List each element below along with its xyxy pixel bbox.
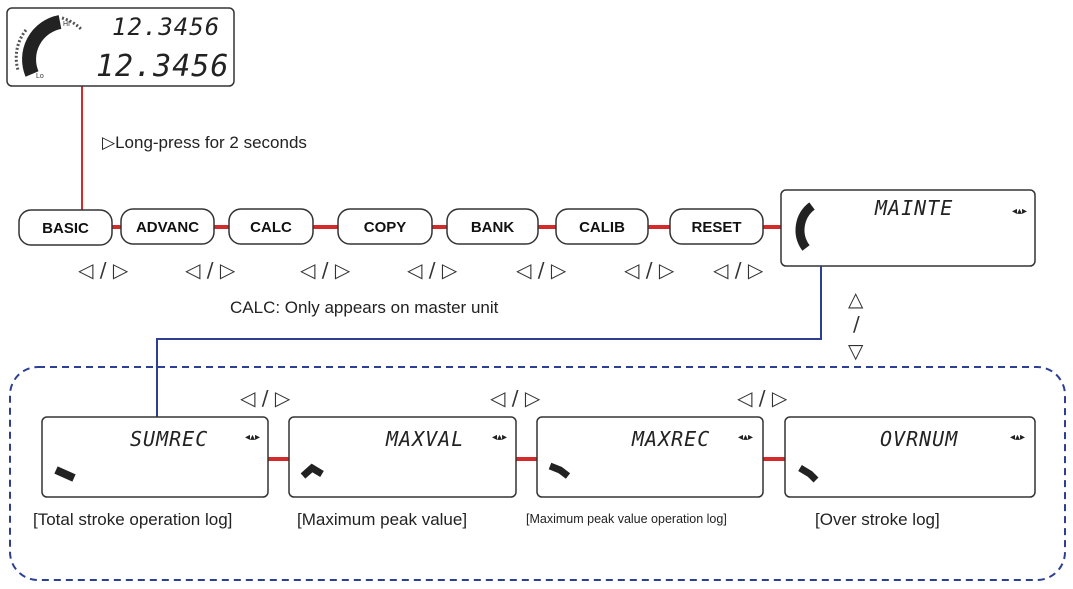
caption-maxrec: [Maximum peak value operation log] bbox=[526, 512, 727, 526]
mode-label-advanc: ADVANC bbox=[136, 219, 199, 236]
nav-left-right-icon: ◁ / ▷ bbox=[239, 386, 291, 410]
display-line-2: 12.3456 bbox=[96, 49, 229, 84]
four-way-arrows-icon: ◂▴▸ bbox=[1012, 206, 1027, 217]
submode-text: SUMREC bbox=[130, 427, 208, 451]
caption-ovrnum: [Over stroke log] bbox=[815, 510, 940, 529]
mode-button-calib[interactable]: CALIB bbox=[555, 208, 649, 245]
four-way-arrows-icon: ◂▴▸ bbox=[492, 432, 507, 443]
submode-text: MAXVAL bbox=[385, 427, 464, 451]
nav-left-right-icon: ◁ / ▷ bbox=[623, 258, 675, 282]
four-way-arrows-icon: ◂▴▸ bbox=[245, 432, 260, 443]
calc-note: CALC: Only appears on master unit bbox=[230, 298, 499, 317]
mode-label-bank: BANK bbox=[471, 219, 514, 236]
gauge-segment-icon bbox=[54, 466, 76, 482]
gauge-segment-icon bbox=[548, 462, 571, 479]
nav-left-right-icon: ◁ / ▷ bbox=[712, 258, 764, 282]
gauge-icon bbox=[795, 202, 815, 251]
nav-left-right-icon: ◁ / ▷ bbox=[299, 258, 351, 282]
nav-left-right-icon: ◁ / ▷ bbox=[77, 258, 129, 282]
submode-display-sumrec: SUMREC ◂▴▸ bbox=[41, 416, 269, 498]
mode-label-calc: CALC bbox=[250, 219, 292, 236]
submode-text: MAXREC bbox=[631, 427, 710, 451]
mode-button-basic[interactable]: BASIC bbox=[18, 209, 113, 246]
mode-button-bank[interactable]: BANK bbox=[446, 208, 539, 245]
mode-label-basic: BASIC bbox=[42, 220, 89, 237]
submode-display-maxrec: MAXREC ◂▴▸ bbox=[536, 416, 764, 498]
nav-left-right-icon: ◁ / ▷ bbox=[406, 258, 458, 282]
submode-display-ovrnum: OVRNUM ◂▴▸ bbox=[784, 416, 1036, 498]
four-way-arrows-icon: ◂▴▸ bbox=[738, 432, 753, 443]
mainte-text: MAINTE bbox=[874, 196, 953, 220]
gauge-hi-label: HI bbox=[63, 21, 70, 28]
mode-label-reset: RESET bbox=[691, 219, 741, 236]
up-icon: △ bbox=[848, 287, 864, 311]
four-way-arrows-icon: ◂▴▸ bbox=[1010, 432, 1025, 443]
mainte-connector bbox=[156, 266, 822, 417]
nav-left-right-icon: ◁ / ▷ bbox=[184, 258, 236, 282]
mode-label-calib: CALIB bbox=[579, 219, 625, 236]
top-display: HI Lo 12.3456 12.3456 bbox=[6, 7, 235, 87]
gauge-segment-icon bbox=[798, 464, 819, 483]
gauge-lo-label: Lo bbox=[36, 73, 44, 80]
caption-sumrec: [Total stroke operation log] bbox=[33, 510, 232, 529]
mode-button-advanc[interactable]: ADVANC bbox=[120, 208, 215, 245]
mode-button-reset[interactable]: RESET bbox=[669, 208, 764, 245]
nav-left-right-icon: ◁ / ▷ bbox=[515, 258, 567, 282]
submode-display-maxval: MAXVAL ◂▴▸ bbox=[288, 416, 517, 498]
gauge-icon bbox=[14, 15, 84, 77]
mode-button-copy[interactable]: COPY bbox=[337, 208, 433, 245]
updown-separator: / bbox=[853, 312, 860, 336]
mode-label-copy: COPY bbox=[364, 219, 407, 236]
mainte-display: MAINTE ◂▴▸ bbox=[780, 189, 1036, 267]
display-line-1: 12.3456 bbox=[112, 13, 220, 41]
caption-maxval: [Maximum peak value] bbox=[297, 510, 467, 529]
long-press-note: ▷Long-press for 2 seconds bbox=[102, 133, 307, 152]
mode-button-calc[interactable]: CALC bbox=[228, 208, 314, 245]
submode-text: OVRNUM bbox=[880, 427, 958, 451]
gauge-segment-icon bbox=[300, 463, 324, 479]
maintenance-submode-group bbox=[9, 366, 1066, 581]
nav-left-right-icon: ◁ / ▷ bbox=[736, 386, 788, 410]
down-icon: ▽ bbox=[848, 339, 864, 363]
nav-left-right-icon: ◁ / ▷ bbox=[489, 386, 541, 410]
